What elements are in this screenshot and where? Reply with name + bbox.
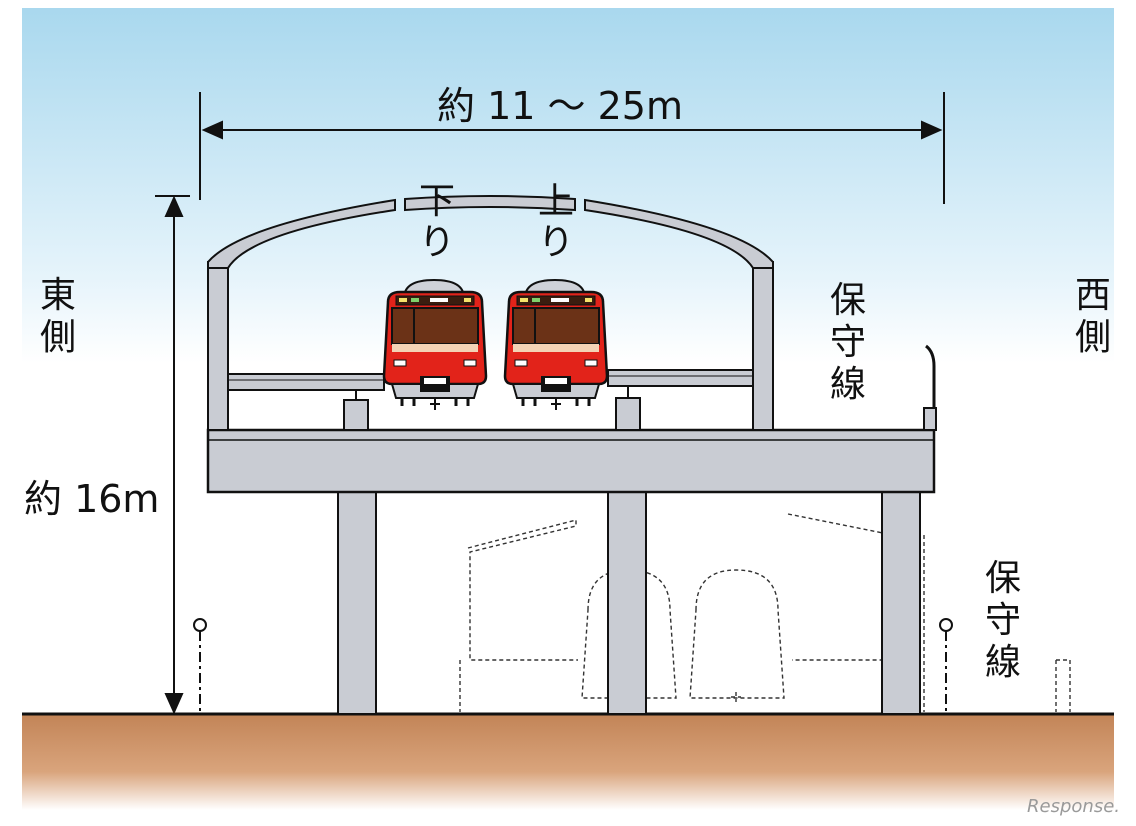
pier-center (607, 491, 647, 715)
west-side-label: 西 側 (1075, 275, 1111, 358)
svg-text:線: 線 (985, 642, 1021, 683)
train-down-line (382, 278, 488, 412)
svg-text:守: 守 (985, 600, 1021, 641)
width-dimension-line (199, 92, 945, 204)
width-dimension-label: 約 11 ～ 25m (437, 84, 683, 128)
roof-column-left (207, 261, 229, 431)
up-track-label: 上 り (538, 181, 574, 263)
height-dimension-line (155, 195, 190, 715)
svg-text:側: 側 (40, 317, 76, 358)
pier-right (881, 491, 921, 715)
svg-text:保: 保 (830, 280, 866, 321)
svg-text:側: 側 (1075, 317, 1111, 358)
down-track-label: 下 り (419, 181, 455, 263)
svg-text:り: り (419, 222, 455, 263)
watermark: Response. (1027, 796, 1120, 817)
svg-text:線: 線 (830, 364, 866, 405)
svg-text:り: り (538, 222, 574, 263)
roof-arch-left (207, 198, 396, 269)
east-side-label: 東 側 (40, 275, 76, 358)
signal-post-left (193, 618, 207, 712)
platform-right (607, 369, 754, 431)
roof-arch-right (584, 198, 774, 269)
signal-post-right (939, 618, 953, 712)
svg-text:東: 東 (40, 275, 76, 316)
platform-left (227, 373, 385, 431)
svg-text:守: 守 (830, 322, 866, 363)
maintenance-track-label-upper: 保 守 線 (830, 280, 866, 405)
svg-text:西: 西 (1075, 275, 1111, 316)
train-up-line (503, 278, 609, 412)
roof-column-right (752, 261, 774, 431)
maintenance-track-post (923, 344, 937, 431)
svg-text:保: 保 (985, 558, 1021, 599)
pier-left (337, 491, 377, 715)
roof-arch-center (404, 195, 576, 212)
svg-text:上: 上 (538, 181, 574, 222)
maintenance-track-label-lower: 保 守 線 (985, 558, 1021, 683)
svg-text:下: 下 (419, 181, 455, 222)
height-dimension-label: 約 16m (24, 477, 159, 521)
ground (22, 714, 1114, 810)
